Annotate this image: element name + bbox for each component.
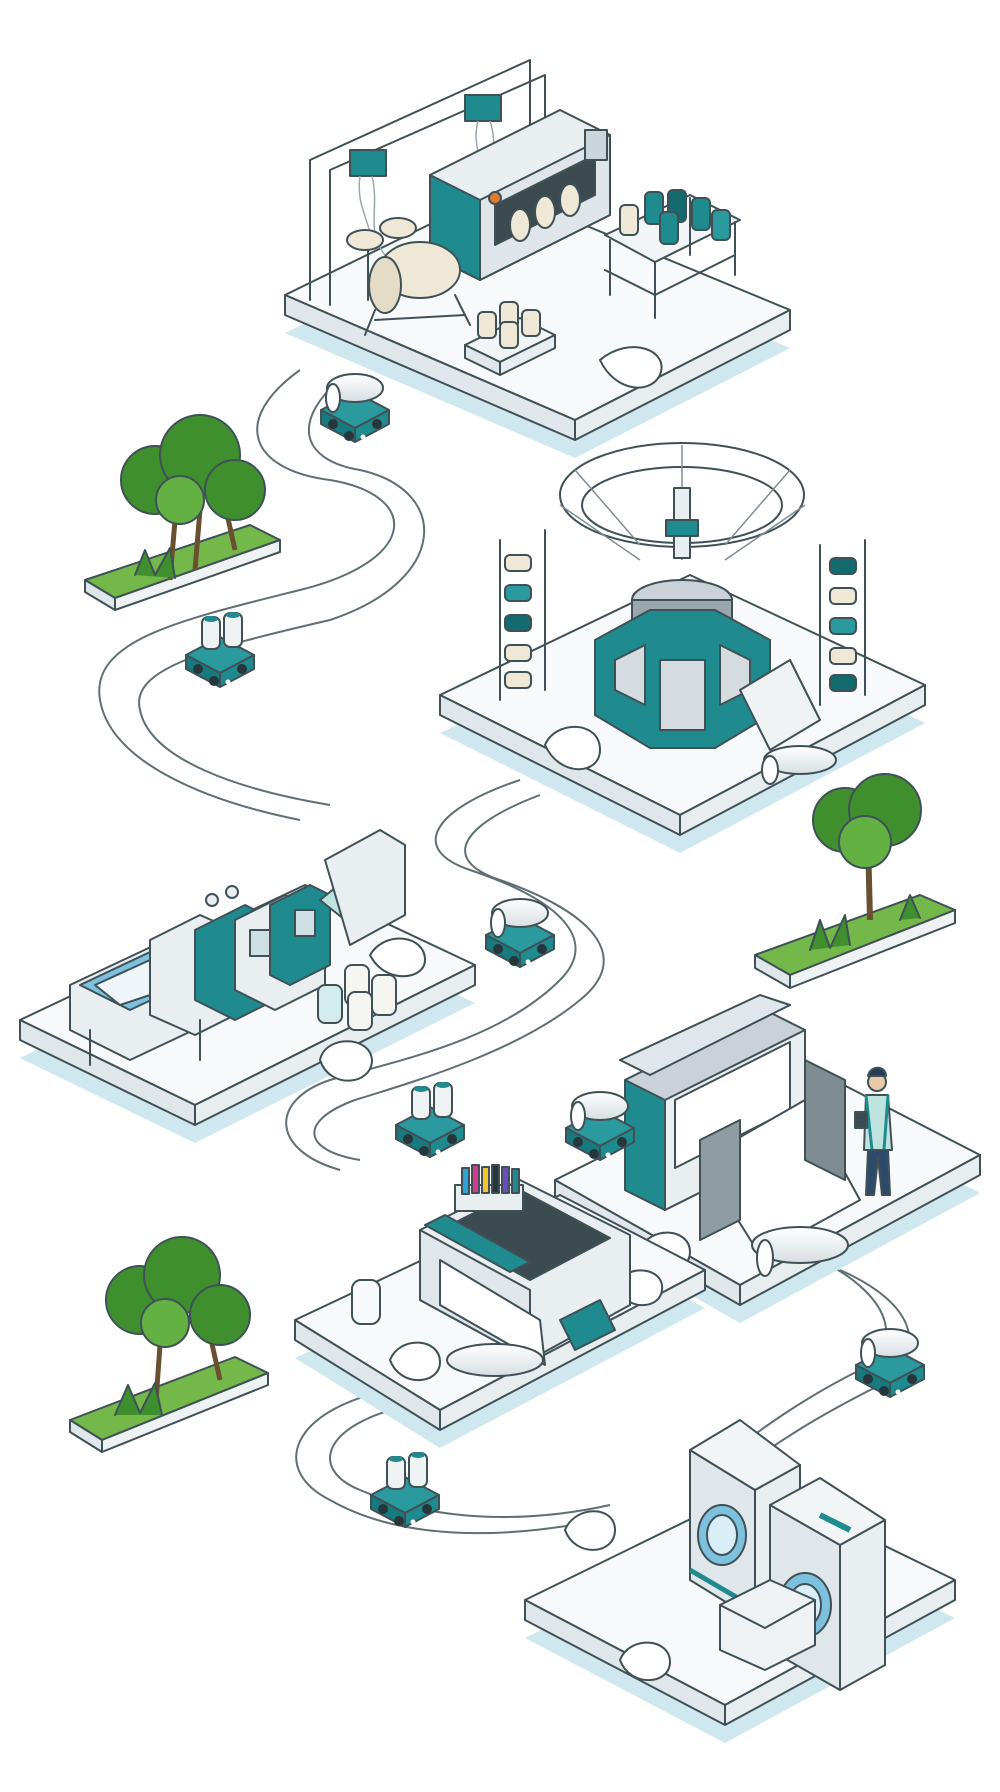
textile-printer-icon xyxy=(351,1164,631,1377)
dyeing-line-icon xyxy=(69,829,406,1066)
fabric-rolling-machine-icon xyxy=(619,994,861,1277)
yarn-creel-right xyxy=(819,539,866,706)
transport-robot xyxy=(855,1328,925,1398)
tree-planter xyxy=(754,773,956,989)
circular-knitting-machine-icon xyxy=(499,442,866,749)
tree-planter xyxy=(84,414,281,611)
yarn-cone-rack xyxy=(604,189,741,319)
dyed-yarn-cones xyxy=(317,964,397,1031)
washing-machines-icon xyxy=(688,1419,886,1691)
tree-planter xyxy=(69,1236,269,1453)
yarn-spool-crate xyxy=(464,301,556,376)
transport-robot xyxy=(370,1452,440,1528)
spinning-machine-icon xyxy=(309,59,611,336)
transport-robot xyxy=(320,373,390,443)
fabric-roll-out xyxy=(739,659,837,785)
yarn-creel-left xyxy=(499,529,546,701)
transport-robot xyxy=(185,612,255,688)
transport-robot xyxy=(395,1082,465,1158)
conveyor-paths xyxy=(98,369,911,1535)
transport-robot xyxy=(485,898,555,968)
worker-with-tablet-icon xyxy=(854,1066,893,1196)
transport-robot xyxy=(565,1091,635,1161)
ink-bottles xyxy=(461,1164,520,1195)
